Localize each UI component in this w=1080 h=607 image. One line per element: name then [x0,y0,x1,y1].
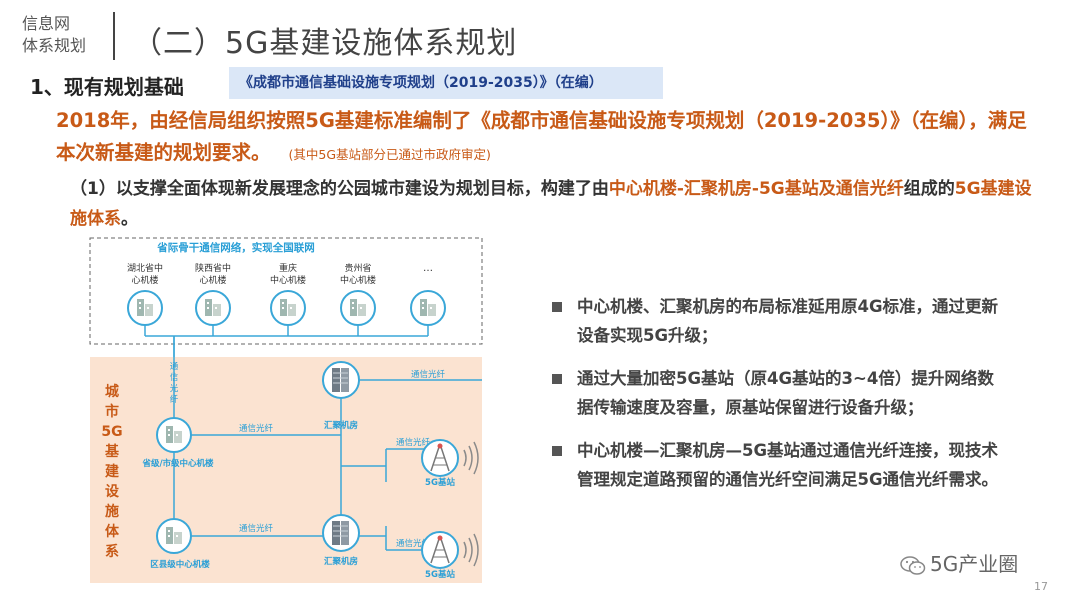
section-label-line1: 信息网 [22,14,71,33]
bullet-item: 中心机楼、汇聚机房的布局标准延用原4G标准，通过更新设备实现5G升级； [550,292,1000,350]
backbone-region [89,237,483,345]
svg-text:区县级中心机楼: 区县级中心机楼 [150,559,210,570]
aggregation-room-node-1: 汇聚机房 [322,361,360,431]
provincial-center-node: 省级/市级中心机楼 [141,417,214,469]
svg-text:陕西省中: 陕西省中 [195,262,231,274]
svg-text:省级/市级中心机楼: 省级/市级中心机楼 [141,458,214,469]
paragraph-part2: 组成的 [903,179,955,199]
backbone-node-chongqing: 重庆 中心机楼 [270,262,306,326]
aggregation-room-node-2: 汇聚机房 [322,514,360,567]
fiber-label-top: 通信光纤 [411,369,446,380]
svg-text:城: 城 [105,383,119,400]
fiber-label-mid: 通信光纤 [239,423,274,434]
paragraph-part1: （1）以支撑全面体现新发展理念的公园城市建设为规划目标，构建了由 [70,179,609,199]
backbone-node-hubei: 湖北省中 心机楼 [127,262,163,326]
paragraph-part3: 。 [121,209,138,229]
paragraph-highlight1: 中心机楼-汇聚机房-5G基站及通信光纤 [608,179,904,199]
section-label-line2: 体系规划 [22,36,87,55]
fiber-label-bs2: 通信光纤 [396,538,431,549]
svg-text:基: 基 [105,443,120,460]
base-station-node-2: 5G基站 [421,531,479,580]
city-region [90,357,482,583]
city-label: 城 市 5G 基 建 设 施 体 系 [101,383,122,560]
backbone-node-guizhou: 贵州省 中心机楼 [340,262,376,326]
square-bullet-icon [552,374,562,384]
svg-text:重庆: 重庆 [279,262,297,274]
page-number: 17 [1034,580,1048,593]
backbone-node-shaanxi: 陕西省中 心机楼 [195,262,231,326]
square-bullet-icon [552,446,562,456]
district-center-node: 区县级中心机楼 [150,518,210,570]
svg-text:湖北省中: 湖北省中 [127,262,163,274]
svg-text:设: 设 [105,484,120,500]
svg-text:心机楼: 心机楼 [199,274,226,286]
backbone-label: 省际骨干通信网络，实现全国联网 [156,241,315,254]
svg-text:纤: 纤 [170,394,179,405]
infrastructure-diagram: 省际骨干通信网络，实现全国联网 湖北省中 心机楼 陕西省中 心机楼 重庆 中心机… [89,237,483,583]
svg-text:心机楼: 心机楼 [131,274,158,286]
wechat-icon [900,555,926,575]
base-station-node-1: 5G基站 [421,439,479,488]
fiber-label-vertical: 通 信 光 纤 [170,361,179,405]
svg-text:5G基站: 5G基站 [425,477,455,488]
svg-text:中心机楼: 中心机楼 [270,274,306,286]
paragraph-highlight2: 5G基建设施体系 [70,179,1032,229]
fiber-label-bs1: 通信光纤 [396,437,431,448]
footer-logo: 5G产业圈 [900,548,1018,577]
section-label: 信息网 体系规划 [22,13,112,57]
orange-paragraph-main: 2018年，由经信局组织按照5G基建标准编制了《成都市通信基础设施专项规划（20… [56,109,1027,164]
bullet-item: 中心机楼—汇聚机房—5G基站通过通信光纤连接，现技术管理规定道路预留的通信光纤空… [550,436,1000,494]
page-title: （二）5G基建设施体系规划 [132,26,518,61]
fiber-label-bottom: 通信光纤 [239,523,274,534]
svg-text:信: 信 [170,372,179,383]
svg-text:5G: 5G [101,424,122,440]
orange-paragraph-note: (其中5G基站部分已通过市政府审定) [288,147,491,162]
svg-text:中心机楼: 中心机楼 [340,274,376,286]
bullet-item: 通过大量加密5G基站（原4G基站的3~4倍）提升网络数据传输速度及容量，原基站保… [550,364,1000,422]
svg-text:建: 建 [105,463,119,480]
square-bullet-icon [552,302,562,312]
svg-text:贵州省: 贵州省 [344,262,371,274]
svg-text:通: 通 [170,361,179,372]
svg-text:市: 市 [105,403,119,420]
orange-paragraph: 2018年，由经信局组织按照5G基建标准编制了《成都市通信基础设施专项规划（20… [56,105,1046,171]
sub-heading: 1、现有规划基础 [30,75,184,99]
svg-text:系: 系 [105,543,119,560]
backbone-node-more: … [410,263,446,326]
svg-text:汇聚机房: 汇聚机房 [324,420,358,431]
header-divider [113,12,115,60]
svg-text:汇聚机房: 汇聚机房 [324,556,358,567]
system-paragraph: （1）以支撑全面体现新发展理念的公园城市建设为规划目标，构建了由中心机楼-汇聚机… [70,174,1045,234]
svg-text:5G基站: 5G基站 [425,569,455,580]
bullet-list: 中心机楼、汇聚机房的布局标准延用原4G标准，通过更新设备实现5G升级； 通过大量… [550,292,1000,508]
svg-text:…: … [423,263,433,274]
footer-logo-text: 5G产业圈 [930,552,1019,576]
svg-text:光: 光 [170,383,179,394]
svg-text:施: 施 [105,503,119,520]
svg-text:体: 体 [105,523,120,540]
plan-badge: 《成都市通信基础设施专项规划（2019-2035）》（在编） [229,67,663,99]
